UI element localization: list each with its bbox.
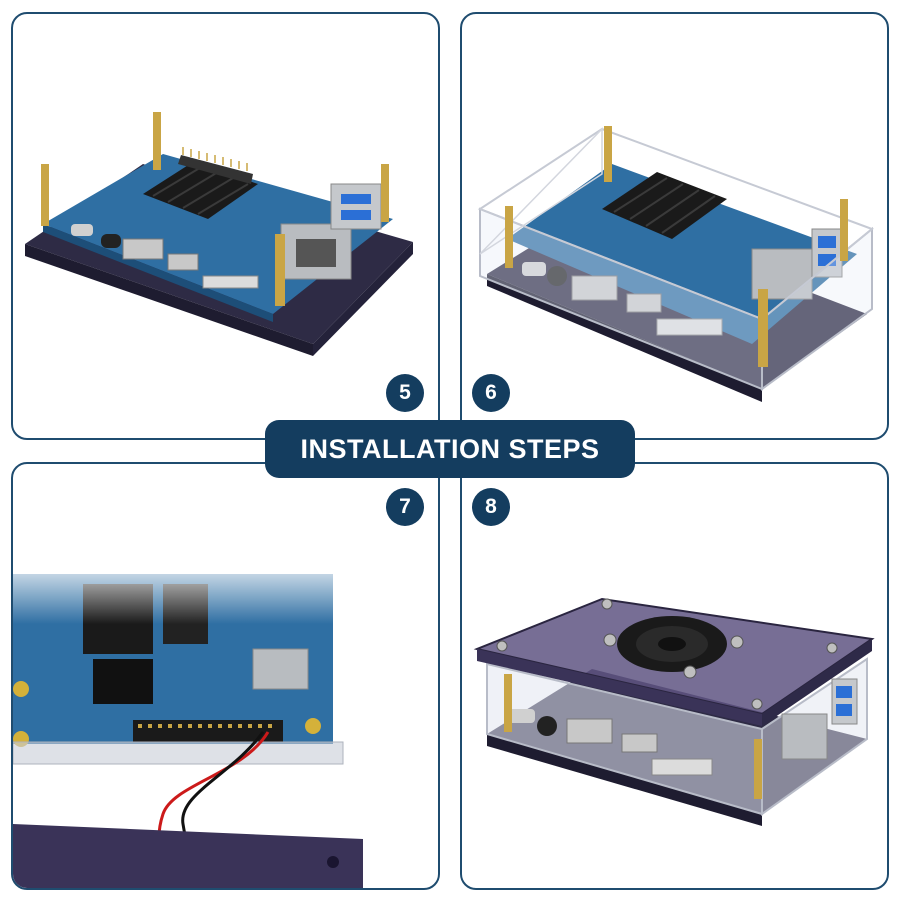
installation-steps-banner: INSTALLATION STEPS xyxy=(265,420,635,478)
step-6-panel xyxy=(460,12,889,440)
step-5-panel xyxy=(11,12,440,440)
step-8-panel xyxy=(460,462,889,890)
step-number-6: 6 xyxy=(472,374,510,412)
step-7-panel xyxy=(11,462,440,890)
step-7-photo xyxy=(13,554,363,888)
step-number-5: 5 xyxy=(386,374,424,412)
step-8-photo xyxy=(473,597,875,826)
step-number-7: 7 xyxy=(386,488,424,526)
step-number-8: 8 xyxy=(472,488,510,526)
step-5-photo xyxy=(25,112,413,356)
step-6-photo xyxy=(477,126,874,402)
